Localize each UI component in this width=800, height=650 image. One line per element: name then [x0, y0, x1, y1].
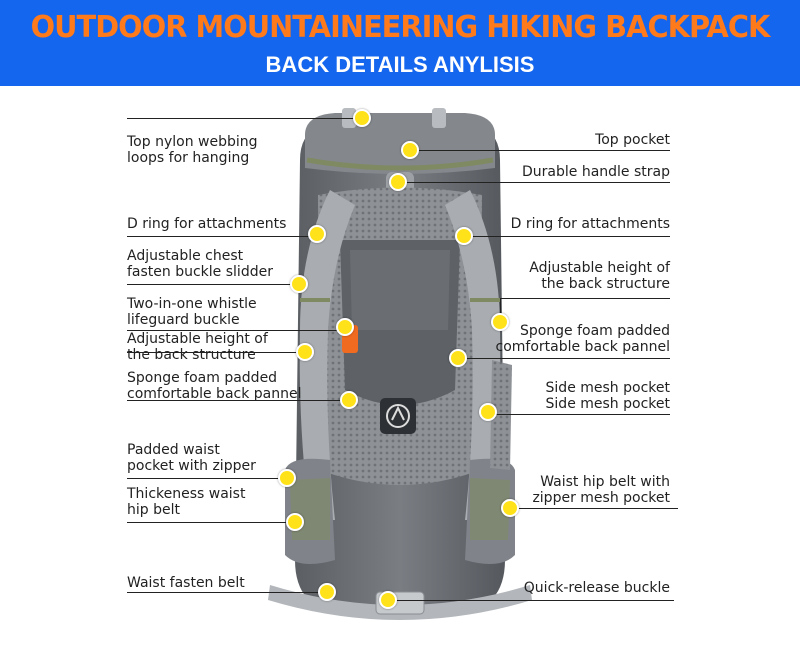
callout-top-pocket: Top pocket [595, 132, 670, 148]
leader-line [388, 600, 674, 601]
yellow-dot-icon [449, 349, 467, 367]
right-shoulder-strap [445, 190, 501, 520]
yellow-dot-icon [290, 275, 308, 293]
leader-line [127, 522, 295, 523]
leader-line [127, 400, 349, 401]
page-title: OUTDOOR MOUNTAINEERING HIKING BACKPACK [30, 10, 771, 45]
yellow-dot-icon [296, 343, 314, 361]
yellow-dot-icon [353, 109, 371, 127]
yellow-dot-icon [455, 227, 473, 245]
leader-line [127, 236, 317, 237]
yellow-dot-icon [479, 403, 497, 421]
leader-line [458, 358, 670, 359]
leader-line [410, 150, 670, 151]
yellow-dot-icon [340, 391, 358, 409]
callout-handle-strap: Durable handle strap [522, 164, 670, 180]
left-shoulder-strap [299, 190, 355, 520]
leader-line [488, 414, 670, 415]
yellow-dot-icon [389, 173, 407, 191]
leader-line [464, 236, 670, 237]
leader-line [500, 298, 501, 322]
leader-line [127, 118, 362, 119]
yellow-dot-icon [491, 313, 509, 331]
leader-line [127, 478, 287, 479]
callout-waist-belt: Waist fasten belt [127, 575, 245, 591]
callout-quick-release: Quick-release buckle [523, 580, 670, 596]
leader-line [500, 298, 670, 299]
leader-line [510, 508, 678, 509]
yellow-dot-icon [379, 591, 397, 609]
page-subtitle: BACK DETAILS ANYLISIS [265, 52, 535, 77]
leader-line [127, 592, 327, 593]
title-banner: OUTDOOR MOUNTAINEERING HIKING BACKPACK B… [0, 0, 800, 86]
leader-line [398, 182, 670, 183]
leader-line [127, 284, 299, 285]
callout-d-ring-right: D ring for attachments [510, 216, 670, 232]
yellow-dot-icon [336, 318, 354, 336]
leader-line [127, 330, 345, 331]
yellow-dot-icon [318, 583, 336, 601]
yellow-dot-icon [401, 141, 419, 159]
callout-d-ring-left: D ring for attachments [127, 216, 287, 232]
yellow-dot-icon [308, 225, 326, 243]
yellow-dot-icon [278, 469, 296, 487]
yellow-dot-icon [286, 513, 304, 531]
top-lid [305, 113, 495, 174]
yellow-dot-icon [501, 499, 519, 517]
backpack-logo-icon [386, 404, 410, 428]
leader-line [127, 352, 305, 353]
waist-belt [268, 585, 532, 620]
